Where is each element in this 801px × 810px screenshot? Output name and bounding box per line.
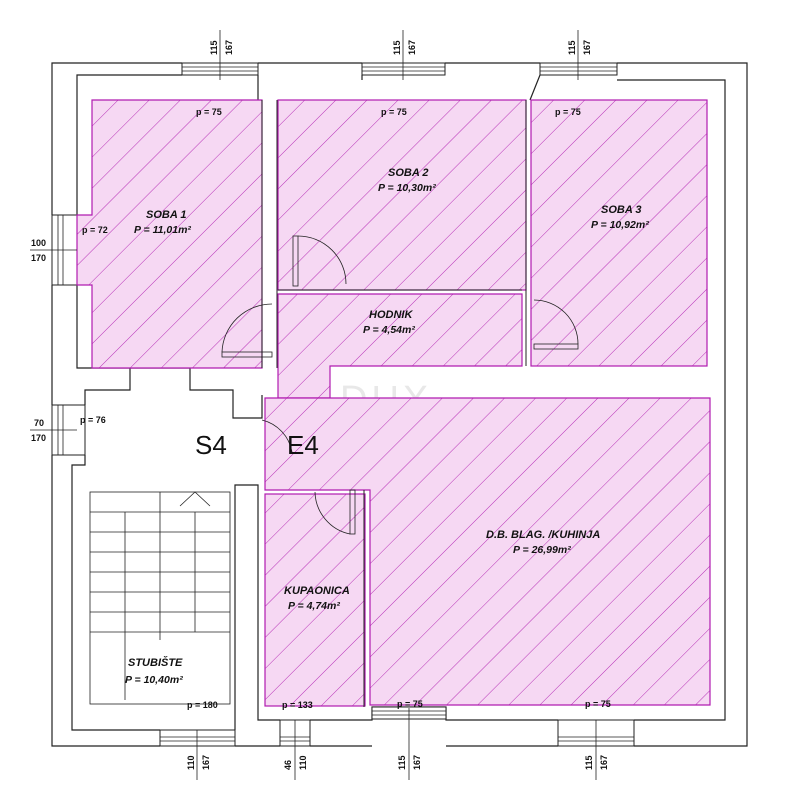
room-soba-3 [530,99,708,367]
dim-top-2-width: 115 [392,40,402,55]
window-top-2 [361,62,446,76]
room-kupaonica [264,493,366,707]
room-name-soba-3: SOBA 3 [601,204,642,216]
dim-bottom-3-height: 167 [412,755,422,770]
window-top-3 [539,62,618,76]
dim-bottom-1-height: 167 [201,755,211,770]
dim-bottom-4-height: 167 [599,755,609,770]
room-name-hodnik: HODNIK [369,309,413,321]
room-name-dnevni: D.B. BLAG. /KUHINJA [486,529,600,541]
parapet-bottom-3: p = 75 [397,699,423,709]
room-name-stubiste: STUBIŠTE [128,656,183,669]
dim-ticks [30,30,597,780]
room-area-soba-3: P = 10,92m² [591,219,649,231]
room-area-soba-1: P = 11,01m² [134,224,191,236]
dim-bottom-2-width: 46 [283,760,293,770]
room-name-kupaonica: KUPAONICA [284,585,350,597]
dim-bottom-1-width: 110 [186,755,196,770]
parapet-top-2: p = 75 [381,107,407,117]
dim-bottom-2-height: 110 [298,755,308,770]
parapet-top-1: p = 75 [196,107,222,117]
label-s4: S4 [195,430,227,460]
parapet-bottom-1: p = 180 [187,700,218,710]
parapet-top-3: p = 75 [555,107,581,117]
room-area-kupaonica: P = 4,74m² [288,600,340,612]
room-soba-2 [277,99,527,291]
parapet-bottom-4: p = 75 [585,699,611,709]
door-swings [221,235,579,535]
dim-left-1-height: 170 [31,253,46,263]
dim-top-1-width: 115 [209,40,219,55]
room-soba-1 [76,99,263,369]
room-area-hodnik: P = 4,54m² [363,324,415,336]
parapet-left-1: p = 72 [82,225,108,235]
dim-left-1-width: 100 [31,238,46,248]
parapet-bottom-2: p = 133 [282,700,313,710]
room-area-dnevni: P = 26,99m² [513,544,571,556]
parapet-left-2: p = 76 [80,415,106,425]
dim-left-2-width: 70 [34,418,44,428]
room-dnevni-boravak [264,397,711,706]
room-area-stubiste: P = 10,40m² [125,674,183,686]
staircase [89,491,231,705]
dim-left-2-height: 170 [31,433,46,443]
interior-walls [261,100,527,707]
dim-top-2-height: 167 [407,40,417,55]
dim-bottom-3-width: 115 [397,755,407,770]
dim-bottom-4-width: 115 [584,755,594,770]
room-area-soba-2: P = 10,30m² [378,182,436,194]
dim-top-3-width: 115 [567,40,577,55]
room-name-soba-1: SOBA 1 [146,209,187,221]
window-bottom-1 [159,729,236,747]
room-name-soba-2: SOBA 2 [388,167,429,179]
label-e4: E4 [287,430,319,460]
dim-top-1-height: 167 [224,40,234,55]
dim-top-3-height: 167 [582,40,592,55]
